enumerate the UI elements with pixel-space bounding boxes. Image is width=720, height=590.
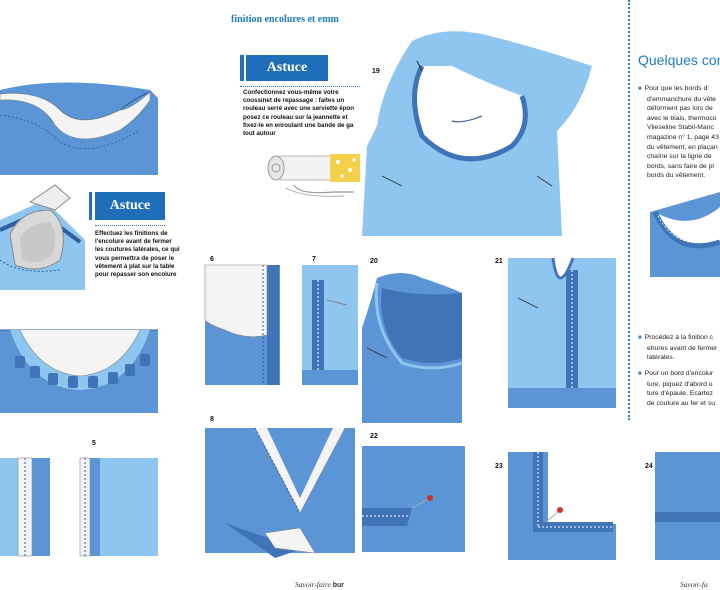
astuce-left-text: Effectuez les finitions de l'encolure av… [95, 230, 190, 279]
illustration-step-6 [204, 264, 280, 385]
bullet-icon: ■ [638, 371, 642, 377]
right-para-1-line: déforment pas lors de [647, 105, 713, 113]
step-number-20: 20 [370, 258, 378, 265]
illustration-neckline-top [0, 82, 158, 175]
right-para-2: ■Procédez à la finition c ehures avant d… [638, 333, 720, 363]
right-para-1-line: chaîne sur la ligne de [647, 153, 712, 161]
astuce-left-line: vêtement à plat sur la table [95, 262, 175, 270]
footer-left-script: Savoir-faire [295, 580, 331, 589]
illustration-step-21 [508, 257, 616, 408]
step-number-23: 23 [495, 463, 503, 470]
right-para-2-line: Procédez à la finition c [644, 334, 714, 341]
section-title: finition encolures et emm [231, 14, 339, 25]
right-para-3-line: de couture au fer et su [647, 399, 716, 407]
right-para-1-line: bords, sans faire de pl [647, 162, 714, 170]
right-column-title: Quelques con [638, 52, 720, 68]
illustration-step-8 [205, 427, 355, 558]
astuce-top-accent [240, 55, 244, 81]
astuce-left-line: l'encolure avant de fermer [95, 238, 172, 246]
bullet-icon: ■ [638, 335, 642, 341]
footer-right: Savoir-fa [680, 580, 708, 589]
illustration-ruffled-neckline [0, 329, 158, 413]
step-number-6: 6 [210, 256, 214, 263]
right-para-1-line: bords du vêtement. [647, 172, 706, 180]
step-number-7: 7 [312, 256, 316, 263]
footer-left: Savoir-faire bur [295, 580, 344, 589]
right-para-1-line: d'emmanchure du vête [647, 95, 716, 103]
astuce-top-text: Confectionnez vous-même votre coussinet … [243, 89, 373, 138]
astuce-top-line: tout autour [243, 130, 276, 138]
astuce-left-line: pour repasser son encolure [95, 271, 177, 279]
astuce-left-accent [89, 192, 92, 220]
right-para-3-line: ture d'épaule. Ecartez [647, 390, 713, 398]
illustration-step-23 [508, 452, 616, 560]
step-number-8: 8 [210, 416, 214, 423]
step-number-22: 22 [370, 433, 378, 440]
illustration-step-24 [655, 452, 720, 560]
step-number-24: 24 [645, 463, 653, 470]
astuce-left-line: les coutures latérales, ce qui [95, 246, 180, 254]
towel-roll-illustration [267, 154, 360, 197]
dotted-divider-left [95, 225, 165, 226]
illustration-iron [0, 184, 85, 290]
astuce-left-line: vous permettra de poser le [95, 254, 175, 262]
step-number-5: 5 [92, 440, 96, 447]
astuce-top-line: rouleau serré avec une serviette épon [243, 105, 355, 113]
step-number-21: 21 [495, 258, 503, 265]
right-para-2-line: ehures avant de fermer [647, 344, 718, 352]
illustration-step-5b [79, 457, 158, 557]
illustration-step-20 [362, 273, 463, 423]
right-para-1-line: du vêtement, en plaçan [647, 143, 718, 151]
footer-left-bold: bur [332, 582, 344, 589]
astuce-left-line: Effectuez les finitions de [95, 230, 168, 237]
right-para-1-line: Pour que les bords d' [644, 85, 709, 92]
right-para-1-line: avec le biais, thermoco [647, 114, 717, 122]
step-number-19: 19 [372, 68, 380, 75]
astuce-top-box: Astuce [240, 55, 368, 81]
illustration-right-neckline [650, 192, 720, 277]
illustration-step-7 [302, 265, 358, 385]
right-para-3: ■Pour un bord d'encolur ture, piquez d'a… [638, 369, 720, 408]
astuce-top-line: fixez-le en enroulant une bande de ga [243, 121, 354, 129]
illustration-step-22 [362, 446, 465, 552]
astuce-top-line: coussinet de repassage : faites un [243, 97, 345, 105]
right-para-1-line: magazine n° 1, page 43 [647, 133, 719, 141]
astuce-top-line: posez ce rouleau sur la jeannette et [243, 113, 348, 121]
bullet-icon: ■ [638, 86, 642, 92]
illustration-step-19 [362, 31, 592, 236]
right-para-3-line: Pour un bord d'encolur [644, 370, 714, 377]
column-divider [628, 0, 630, 420]
right-para-3-line: ture, piquez d'abord u [647, 380, 713, 388]
right-para-1: ■Pour que les bords d' d'emmanchure du v… [638, 84, 720, 181]
illustration-step-5a [0, 457, 50, 557]
astuce-top-line: Confectionnez vous-même votre [243, 89, 339, 96]
right-para-1-line: Vlieseline Stabil-Manc [647, 124, 714, 132]
astuce-left-badge: Astuce [95, 192, 165, 220]
dotted-divider-top [240, 86, 360, 87]
astuce-top-badge: Astuce [246, 55, 328, 81]
right-para-2-line: latérales. [647, 354, 675, 362]
